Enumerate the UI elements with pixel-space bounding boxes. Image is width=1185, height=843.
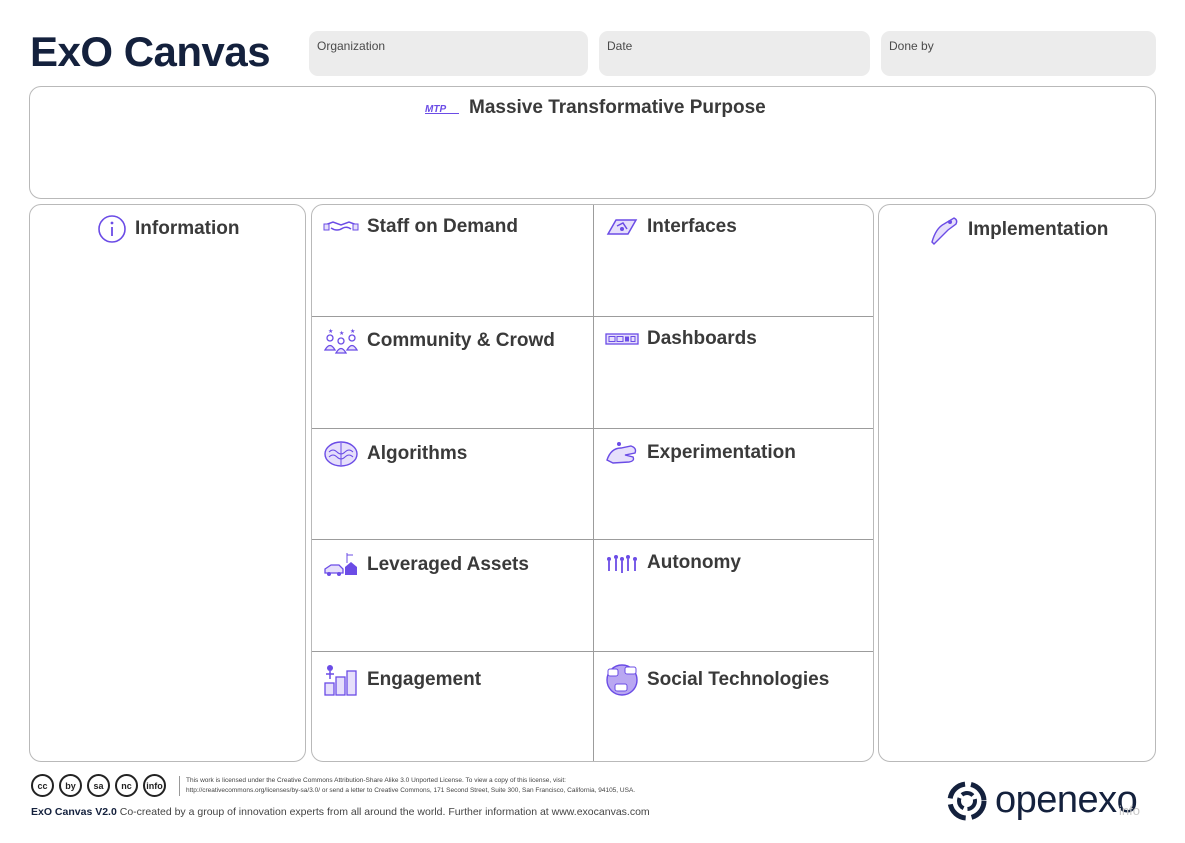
experimentation-cell[interactable]: Experimentation — [594, 429, 873, 540]
information-panel[interactable]: Information — [29, 204, 306, 762]
grid-divider — [312, 316, 873, 317]
openexo-swirl-icon — [947, 781, 987, 820]
staff-on-demand-title: Staff on Demand — [367, 216, 518, 237]
by-icon: by — [59, 774, 82, 797]
license-line-2: http://creativecommons.org/licenses/by-s… — [186, 787, 636, 794]
community-crowd-title: Community & Crowd — [367, 330, 555, 351]
exo-attributes-grid: Staff on Demand Interfaces ★ ★ ★ — [311, 204, 874, 762]
crowd-icon: ★ ★ ★ — [323, 328, 359, 354]
autonomy-title: Autonomy — [647, 552, 741, 573]
autonomy-people-icon — [607, 555, 637, 573]
mtp-panel[interactable]: MTP Massive Transformative Purpose — [29, 86, 1156, 199]
svg-text:★: ★ — [350, 328, 355, 335]
staff-on-demand-heading: Staff on Demand — [323, 216, 518, 238]
cc-icon: cc — [31, 774, 54, 797]
sa-icon: sa — [87, 774, 110, 797]
interfaces-cell[interactable]: Interfaces — [594, 205, 873, 316]
done-by-label: Done by — [889, 39, 934, 53]
license-text: This work is licensed under the Creative… — [179, 776, 679, 796]
date-field[interactable]: Date — [599, 31, 870, 76]
svg-text:MTP: MTP — [425, 104, 446, 115]
autonomy-heading: Autonomy — [605, 551, 741, 575]
leveraged-assets-heading: Leveraged Assets — [323, 551, 529, 579]
license-icons: cc by sa nc info — [31, 774, 166, 797]
staff-on-demand-cell[interactable]: Staff on Demand — [312, 205, 593, 316]
community-crowd-heading: ★ ★ ★ Community & Crowd — [323, 328, 555, 354]
grid-divider — [312, 539, 873, 540]
globe-chat-icon — [606, 664, 638, 696]
community-crowd-cell[interactable]: ★ ★ ★ Community & Crowd — [312, 317, 593, 428]
mtp-title: Massive Transformative Purpose — [469, 97, 766, 118]
date-label: Date — [607, 39, 633, 53]
organization-field[interactable]: Organization — [309, 31, 588, 76]
dashboard-icon — [605, 333, 639, 345]
algorithms-heading: Algorithms — [323, 440, 467, 468]
interfaces-title: Interfaces — [647, 216, 737, 237]
implementation-title: Implementation — [968, 219, 1109, 240]
dashboards-heading: Dashboards — [605, 328, 757, 350]
version-label: ExO Canvas V2.0 — [31, 806, 117, 818]
info-circle-icon — [98, 215, 126, 243]
interfaces-heading: Interfaces — [605, 216, 737, 238]
brand-name: openexo — [995, 779, 1138, 821]
experimentation-title: Experimentation — [647, 442, 796, 463]
experimentation-heading: Experimentation — [605, 440, 796, 466]
information-title: Information — [135, 218, 240, 239]
brain-icon — [324, 441, 358, 467]
grid-divider-vertical — [593, 205, 594, 761]
brand-sub: info — [1119, 803, 1140, 818]
mtp-icon: MTP — [425, 104, 459, 115]
social-technologies-title: Social Technologies — [647, 669, 830, 690]
openexo-logo: openexo — [947, 779, 1138, 822]
leveraged-assets-title: Leveraged Assets — [367, 554, 529, 575]
dashboards-title: Dashboards — [647, 328, 757, 349]
handshake-icon — [323, 221, 359, 231]
assets-icon — [324, 553, 357, 576]
information-heading: Information — [97, 214, 240, 244]
engagement-title: Engagement — [367, 669, 482, 690]
leveraged-assets-cell[interactable]: Leveraged Assets — [312, 540, 593, 651]
done-by-field[interactable]: Done by — [881, 31, 1156, 76]
grid-divider — [312, 651, 873, 652]
engagement-heading: Engagement — [323, 663, 481, 697]
dashboards-cell[interactable]: Dashboards — [594, 317, 873, 428]
footer-credit: ExO Canvas V2.0 Co-created by a group of… — [31, 806, 650, 818]
social-technologies-cell[interactable]: Social Technologies — [594, 652, 873, 761]
credit-text: Co-created by a group of innovation expe… — [119, 806, 650, 818]
mtp-heading: MTP Massive Transformative Purpose — [425, 97, 766, 119]
nc-icon: nc — [115, 774, 138, 797]
engagement-icon — [324, 665, 357, 696]
social-technologies-heading: Social Technologies — [605, 663, 829, 697]
license-line-1: This work is licensed under the Creative… — [186, 777, 566, 784]
organization-label: Organization — [317, 39, 386, 53]
interfaces-icon — [606, 219, 638, 235]
implementation-heading: Implementation — [928, 214, 1108, 246]
svg-text:★: ★ — [328, 328, 333, 335]
algorithms-title: Algorithms — [367, 443, 468, 464]
grid-divider — [312, 428, 873, 429]
implementation-panel[interactable]: Implementation — [878, 204, 1156, 762]
person-icon: info — [143, 774, 166, 797]
experiment-hand-icon — [606, 442, 637, 464]
engagement-cell[interactable]: Engagement — [312, 652, 593, 761]
implementation-tool-icon — [931, 217, 958, 245]
svg-text:★: ★ — [339, 330, 344, 337]
algorithms-cell[interactable]: Algorithms — [312, 429, 593, 540]
page-title: ExO Canvas — [30, 28, 271, 75]
autonomy-cell[interactable]: Autonomy — [594, 540, 873, 651]
